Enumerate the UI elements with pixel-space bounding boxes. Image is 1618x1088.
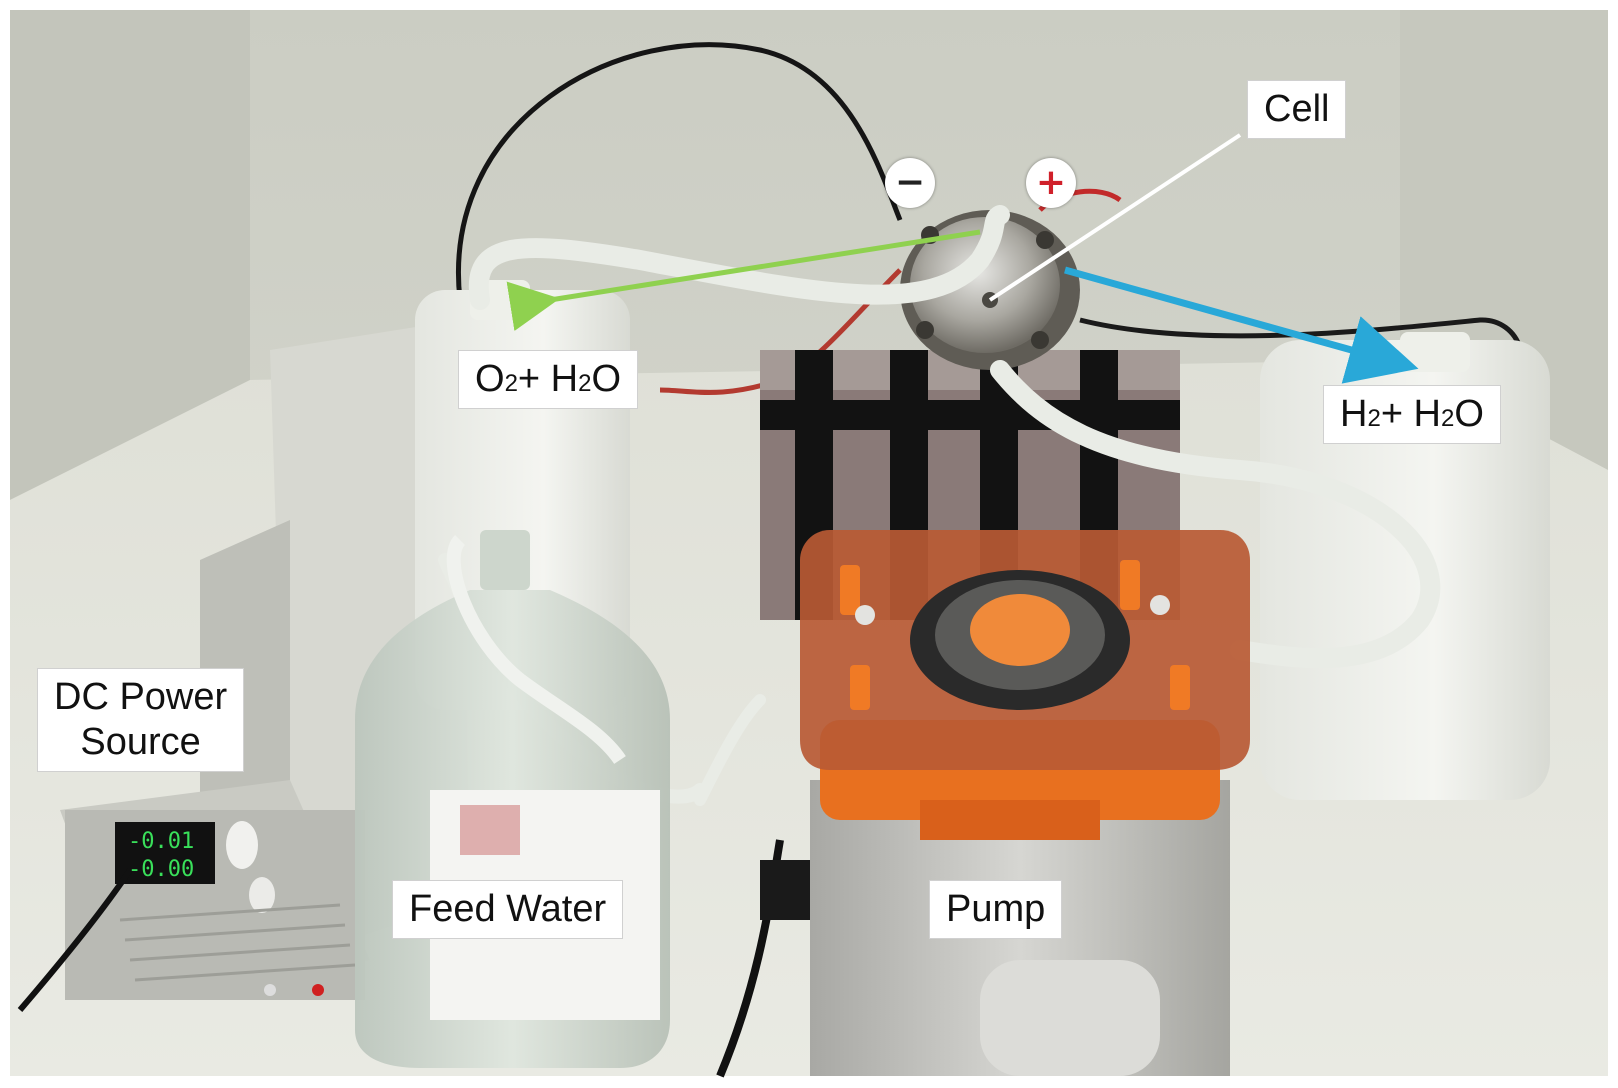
plus-terminal-icon: + <box>1026 158 1076 208</box>
blue-arrow-icon <box>1064 266 1419 384</box>
dc-power-source-label: DC Power Source <box>37 668 245 772</box>
minus-terminal-icon: − <box>885 158 935 208</box>
cell-pointer-line <box>988 133 1242 302</box>
display-line-1: -0.01 <box>128 829 194 854</box>
pump-label: Pump <box>929 880 1063 939</box>
dc-power-source-line-2: Source <box>80 720 201 763</box>
cell-label: Cell <box>1247 80 1347 139</box>
electrolysis-cell <box>900 210 1080 370</box>
dc-power-source-line-1: DC Power <box>54 676 228 718</box>
green-arrow-icon <box>506 229 981 331</box>
feed-water-label: Feed Water <box>392 880 624 939</box>
display-line-2: -0.00 <box>128 857 194 882</box>
